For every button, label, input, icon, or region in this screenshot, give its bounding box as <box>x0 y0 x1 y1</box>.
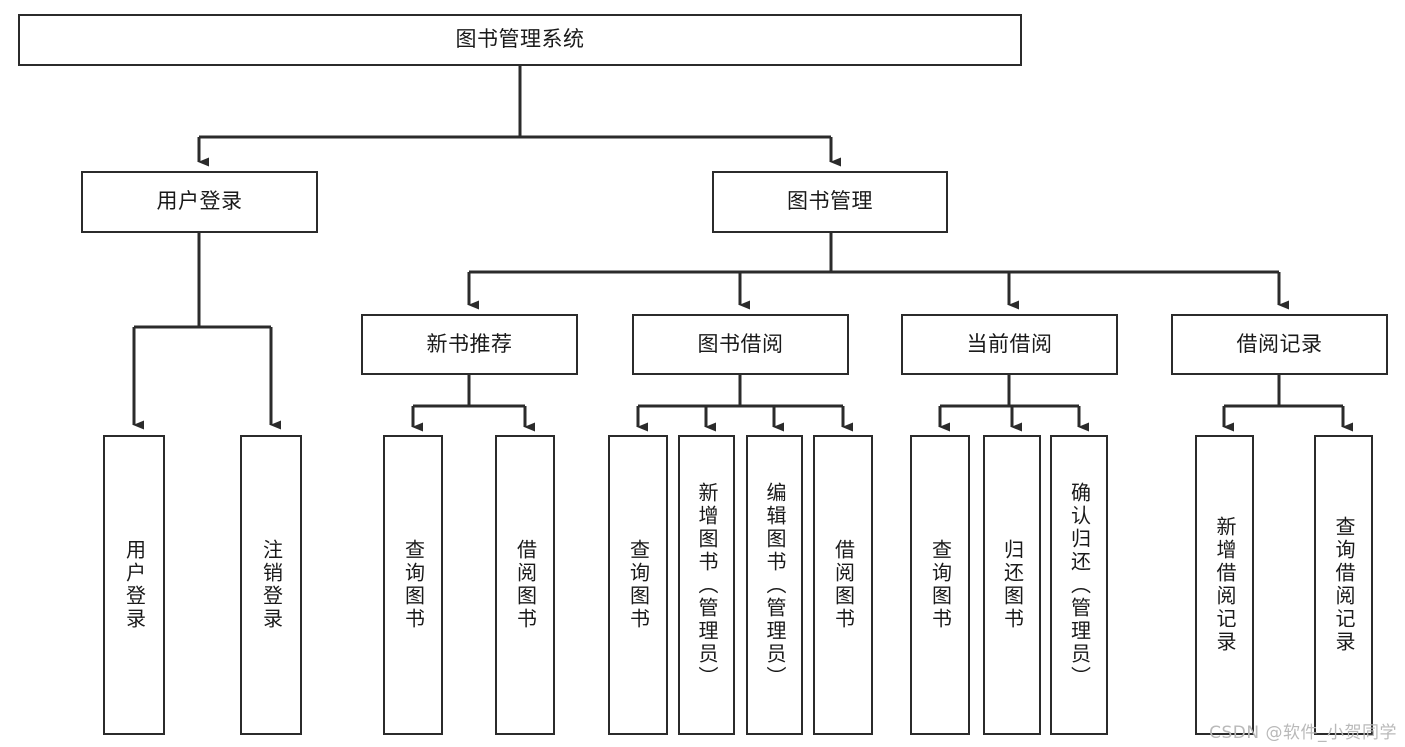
node-current-borrow-label: 当前借阅 <box>966 331 1053 356</box>
node-leaf-return-book[interactable]: 归还图书 <box>983 435 1041 735</box>
node-book-borrow-label: 图书借阅 <box>697 331 784 356</box>
node-leaf-add-book[interactable]: 新增图书（管理员） <box>678 435 735 735</box>
node-leaf-return-book-label: 归还图书 <box>1000 539 1025 631</box>
node-new-book-recommend[interactable]: 新书推荐 <box>361 314 578 375</box>
node-new-book-recommend-label: 新书推荐 <box>426 331 513 356</box>
node-leaf-add-record[interactable]: 新增借阅记录 <box>1195 435 1254 735</box>
node-leaf-add-book-label: 新增图书（管理员） <box>695 481 719 689</box>
node-leaf-user-login-label: 用户登录 <box>122 539 147 631</box>
node-book-borrow[interactable]: 图书借阅 <box>632 314 849 375</box>
node-leaf-query-record-label: 查询借阅记录 <box>1332 516 1356 654</box>
node-user-login[interactable]: 用户登录 <box>81 171 318 233</box>
node-leaf-query-book-2-label: 查询图书 <box>626 539 651 631</box>
node-book-manage[interactable]: 图书管理 <box>712 171 948 233</box>
node-leaf-edit-book-label: 编辑图书（管理员） <box>763 481 787 689</box>
node-leaf-borrow-book-2[interactable]: 借阅图书 <box>813 435 873 735</box>
node-leaf-query-book-3[interactable]: 查询图书 <box>910 435 970 735</box>
node-leaf-query-book-1-label: 查询图书 <box>401 539 426 631</box>
node-leaf-query-book-1[interactable]: 查询图书 <box>383 435 443 735</box>
node-leaf-edit-book[interactable]: 编辑图书（管理员） <box>746 435 803 735</box>
node-leaf-borrow-book-1[interactable]: 借阅图书 <box>495 435 555 735</box>
node-leaf-confirm-return[interactable]: 确认归还（管理员） <box>1050 435 1108 735</box>
node-book-manage-label: 图书管理 <box>787 189 873 214</box>
node-leaf-borrow-book-2-label: 借阅图书 <box>831 539 856 631</box>
node-leaf-confirm-return-label: 确认归还（管理员） <box>1067 481 1092 689</box>
node-leaf-query-book-3-label: 查询图书 <box>928 539 953 631</box>
node-borrow-record-label: 借阅记录 <box>1236 331 1323 356</box>
node-current-borrow[interactable]: 当前借阅 <box>901 314 1118 375</box>
node-leaf-user-login[interactable]: 用户登录 <box>103 435 165 735</box>
node-root-label: 图书管理系统 <box>455 27 585 52</box>
node-root[interactable]: 图书管理系统 <box>18 14 1022 66</box>
node-leaf-logout-login[interactable]: 注销登录 <box>240 435 302 735</box>
node-user-login-label: 用户登录 <box>156 189 243 214</box>
node-leaf-query-record[interactable]: 查询借阅记录 <box>1314 435 1373 735</box>
node-leaf-logout-login-label: 注销登录 <box>259 539 284 631</box>
node-leaf-query-book-2[interactable]: 查询图书 <box>608 435 668 735</box>
node-leaf-borrow-book-1-label: 借阅图书 <box>513 539 538 631</box>
node-leaf-add-record-label: 新增借阅记录 <box>1213 516 1237 654</box>
node-borrow-record[interactable]: 借阅记录 <box>1171 314 1388 375</box>
